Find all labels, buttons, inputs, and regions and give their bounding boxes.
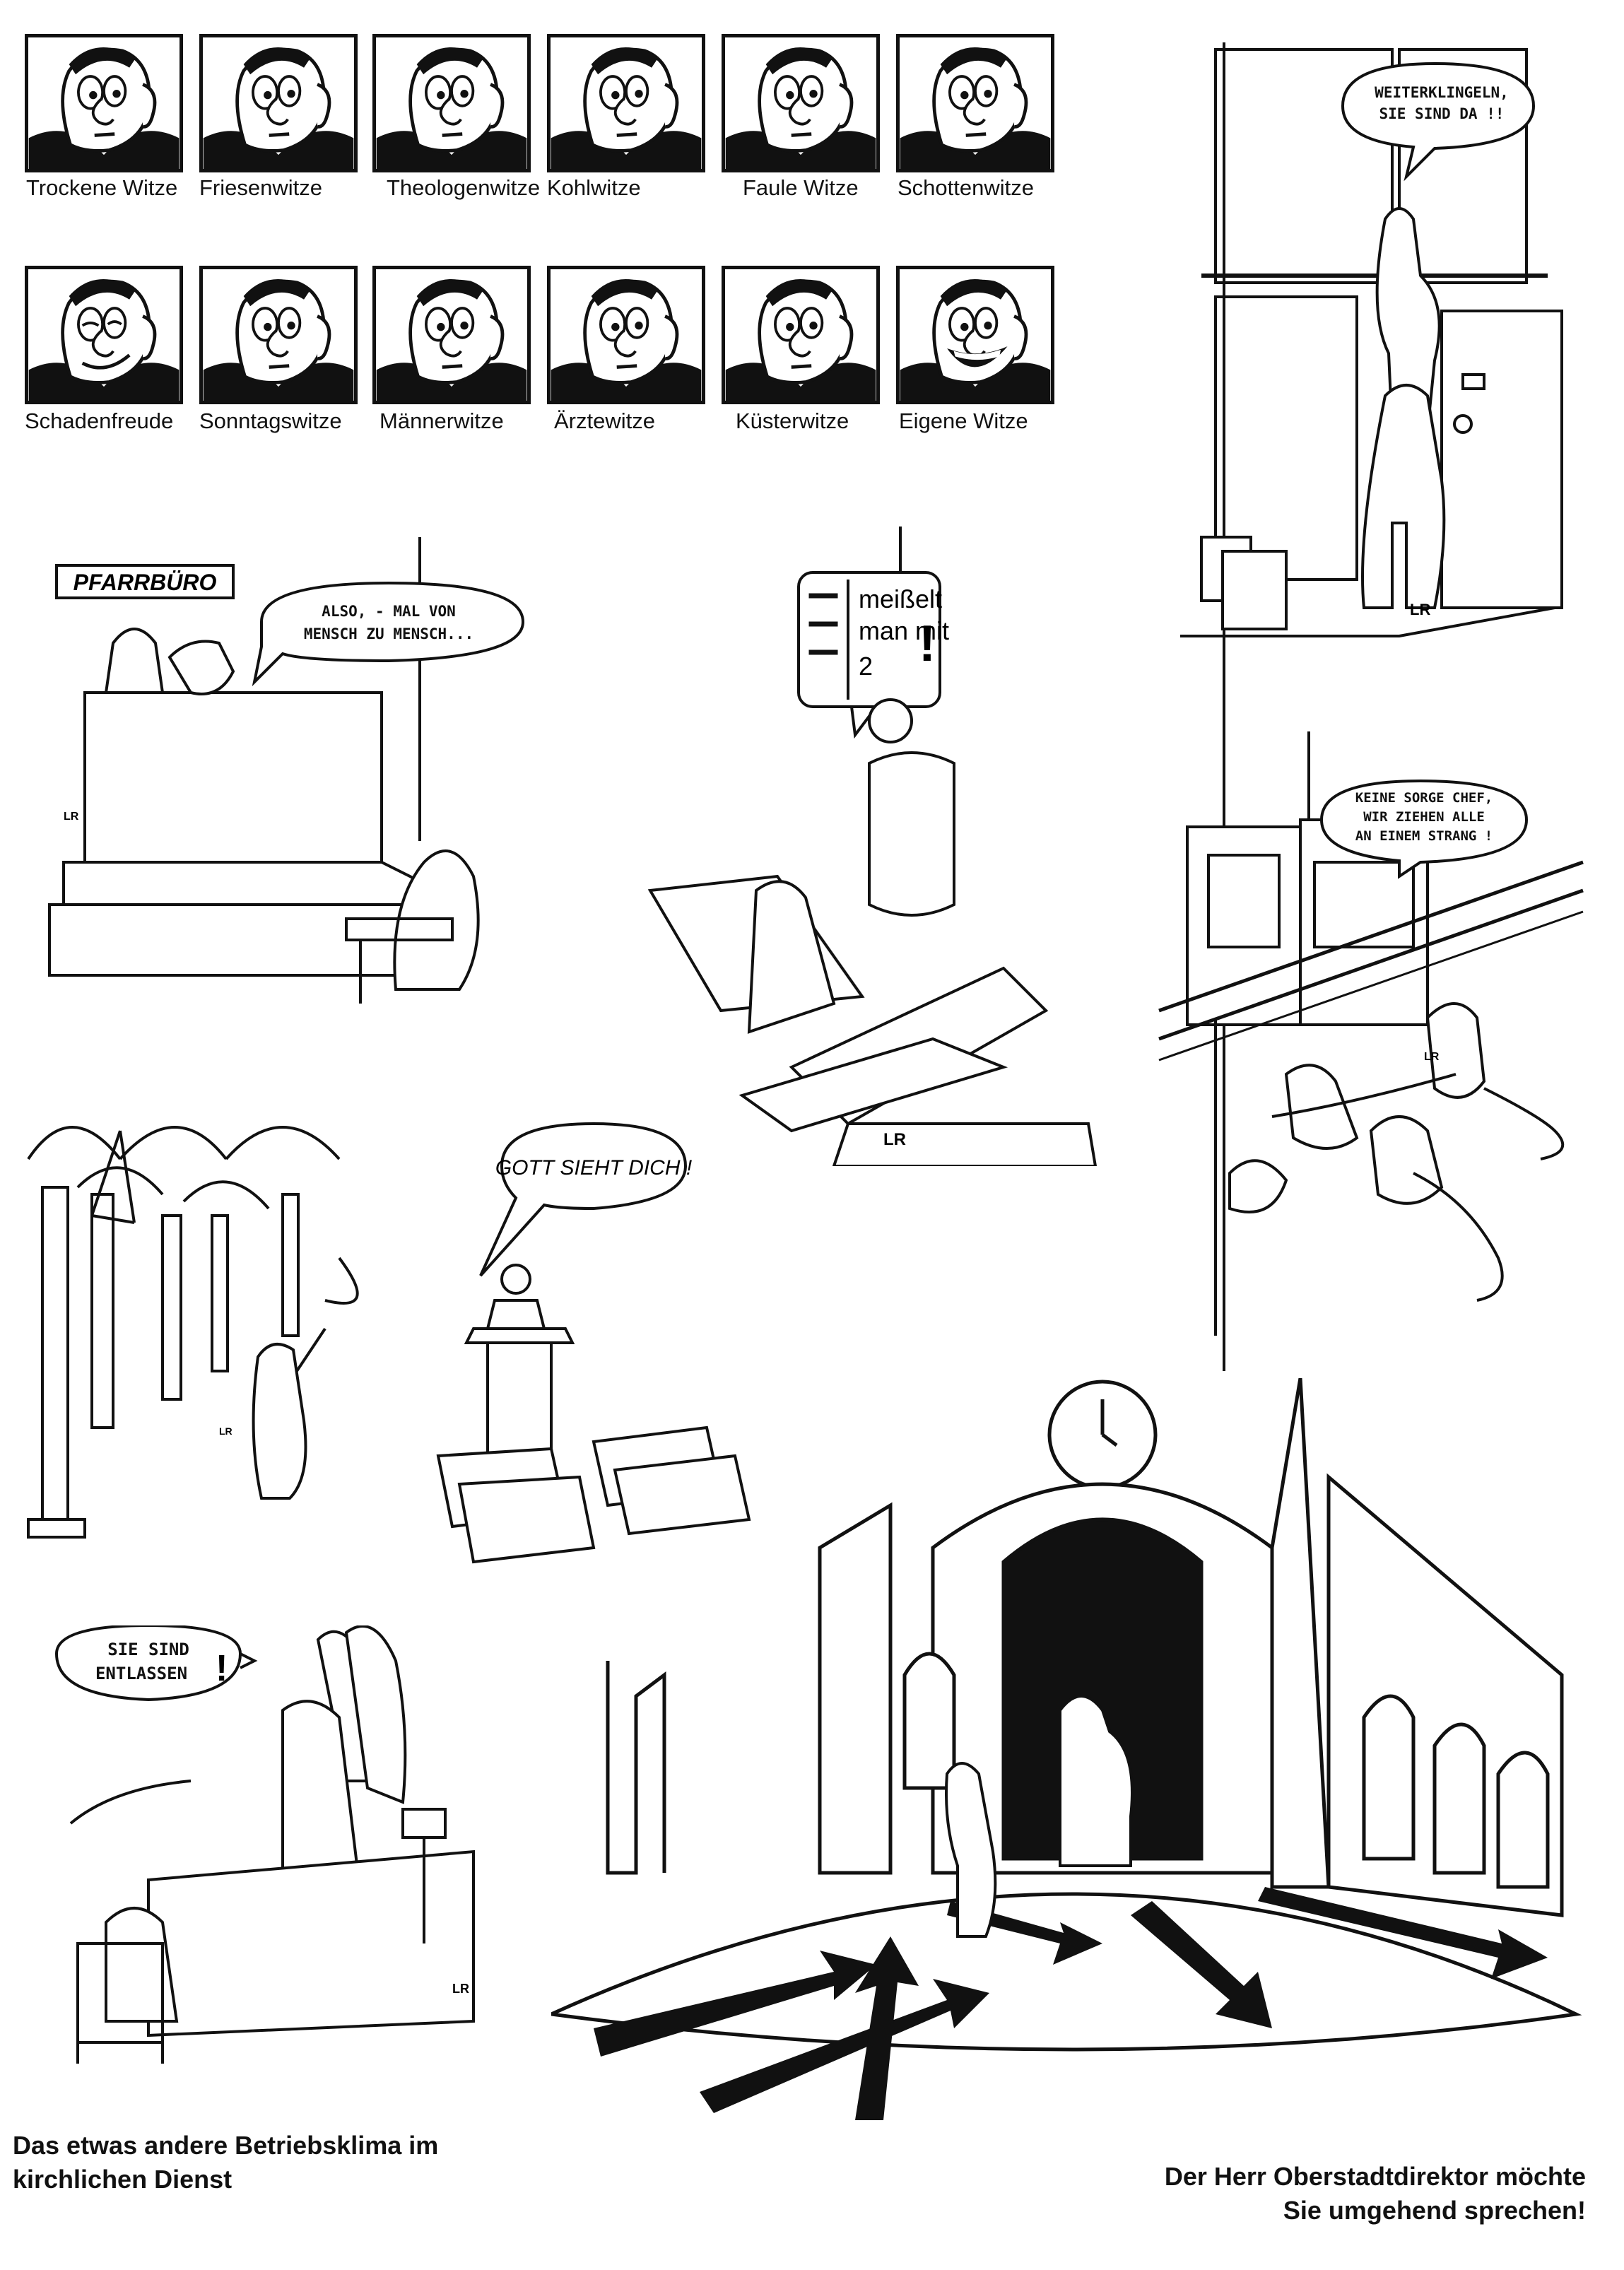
doorbell-bubble-line1: WEITERKLINGELN,: [1375, 84, 1509, 101]
face-drawing: [900, 278, 1051, 401]
caption-left: Das etwas andere Betriebsklima im kirchl…: [13, 2129, 536, 2197]
signature: LR: [1424, 1051, 1440, 1063]
face-label: Friesenwitze: [199, 175, 322, 200]
face-label: Sonntagswitze: [199, 408, 342, 433]
face-panel: [896, 266, 1054, 404]
face-drawing: [900, 47, 1051, 169]
face-label: Kohlwitze: [547, 175, 641, 200]
cartoon-doorbell: WEITERKLINGELN, SIE SIND DA !! LR: [1180, 48, 1563, 637]
divider-rope-panel: [1307, 731, 1310, 823]
divider-right-column: [1223, 42, 1225, 1371]
face-panel: [722, 266, 880, 404]
face-label: Theologenwitze: [387, 175, 541, 200]
caption-right: Der Herr Oberstadtdirektor möchte Sie um…: [1049, 2160, 1586, 2228]
rope-bubble-line3: AN EINEM STRANG !: [1355, 828, 1493, 844]
face-panel: [547, 266, 705, 404]
caption-right-line1: Der Herr Oberstadtdirektor möchte: [1164, 2162, 1586, 2191]
face-drawing: [551, 47, 702, 169]
office-bubble-line1: ALSO, - MAL VON: [322, 603, 456, 620]
tablet-exclaim: !: [919, 616, 936, 672]
face-drawing: [551, 278, 702, 401]
cartoon-church-swing: LR: [27, 1126, 359, 1539]
face-label: Ärztewitze: [554, 408, 655, 433]
signature: LR: [883, 1130, 906, 1149]
divider-tablet-panel: [899, 527, 902, 576]
cartoon-church-clock: [551, 1378, 1582, 2120]
angel-exclaim: !: [216, 1648, 228, 1689]
caption-left-line1: Das etwas andere Betriebsklima im: [13, 2131, 439, 2160]
face-label: Faule Witze: [743, 175, 859, 200]
face-label: Schadenfreude: [25, 408, 174, 433]
face-panel: [372, 266, 531, 404]
face-label: Männerwitze: [379, 408, 504, 433]
face-drawing: [376, 278, 527, 401]
face-drawing: [28, 47, 180, 169]
caption-right-line2: Sie umgehend sprechen!: [1283, 2196, 1586, 2225]
face-panel: [896, 34, 1054, 172]
face-panel: [199, 266, 358, 404]
signature: LR: [64, 811, 79, 823]
rope-bubble-line2: WIR ZIEHEN ALLE: [1363, 809, 1485, 825]
face-drawing: [725, 278, 876, 401]
face-drawing: [725, 47, 876, 169]
cartoon-pulpit: GOTT SIEHT DICH !: [436, 1122, 751, 1564]
tablet-line3: 2: [859, 652, 873, 681]
caption-left-line2: kirchlichen Dienst: [13, 2165, 233, 2194]
face-drawing: [203, 278, 354, 401]
divider-office-panel: [418, 537, 421, 841]
face-label: Eigene Witze: [899, 408, 1028, 433]
cartoon-angel: SIE SIND ENTLASSEN ! LR: [54, 1625, 475, 2064]
cartoon-stone-tablet: meißelt man mit 2 ! LR: [647, 571, 1098, 1166]
rope-bubble-line1: KEINE SORGE CHEF,: [1355, 790, 1493, 806]
face-drawing: [376, 47, 527, 169]
pulpit-bubble: GOTT SIEHT DICH !: [495, 1156, 693, 1180]
angel-bubble-line2: ENTLASSEN: [95, 1664, 187, 1683]
face-label: Trockene Witze: [26, 175, 178, 200]
face-label: Schottenwitze: [898, 175, 1034, 200]
tablet-line2: man mit: [859, 616, 949, 645]
face-panel: [547, 34, 705, 172]
face-panel: [199, 34, 358, 172]
face-panel: [25, 266, 183, 404]
doorbell-bubble-line2: SIE SIND DA !!: [1379, 105, 1504, 122]
angel-bubble-line1: SIE SIND: [107, 1640, 189, 1659]
pfarrbuero-sign: PFARRBÜRO: [73, 570, 217, 595]
cartoon-pfarrbuero: PFARRBÜRO ALSO, - MAL VON MENSCH ZU MENS…: [48, 564, 525, 1004]
face-panel: [25, 34, 183, 172]
face-label: Küsterwitze: [736, 408, 849, 433]
face-drawing: [203, 47, 354, 169]
office-bubble-line2: MENSCH ZU MENSCH...: [304, 625, 473, 642]
face-panel: [372, 34, 531, 172]
signature: LR: [219, 1425, 233, 1437]
face-drawing: [28, 278, 180, 401]
signature: LR: [452, 1982, 469, 1996]
signature: LR: [1410, 601, 1430, 618]
face-panel: [722, 34, 880, 172]
tablet-line1: meißelt: [859, 584, 942, 613]
cartoon-rope-pull: KEINE SORGE CHEF, WIR ZIEHEN ALLE AN EIN…: [1158, 779, 1584, 1336]
